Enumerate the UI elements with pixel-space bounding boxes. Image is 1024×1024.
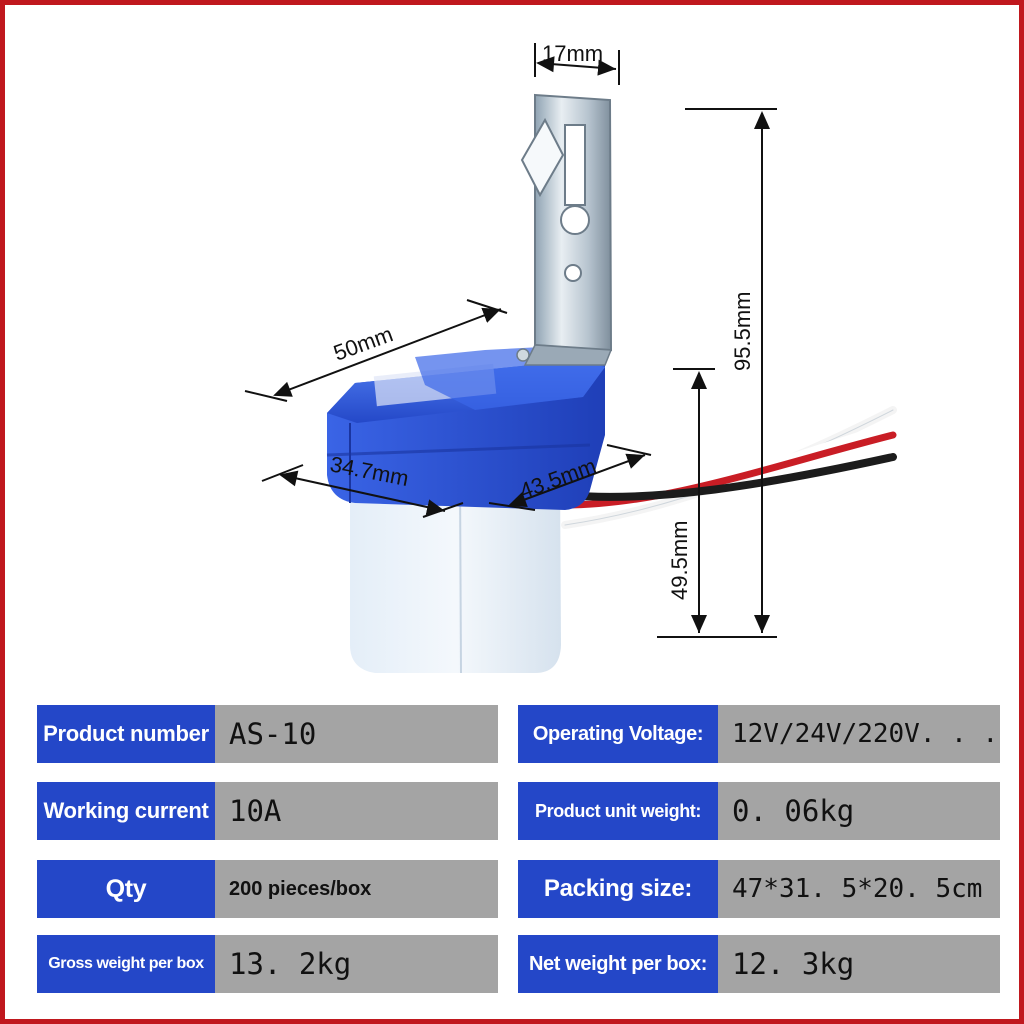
- spec-table: Product number AS-10 Working current 10A…: [37, 705, 1001, 995]
- spec-row-qty: Qty 200 pieces/box: [37, 860, 498, 918]
- wire-cables: [561, 406, 897, 529]
- spec-value: 12V/24V/220V. . .: [718, 705, 1000, 763]
- spec-label: Operating Voltage:: [518, 705, 718, 763]
- dim-length: 50mm: [330, 321, 396, 365]
- spec-row-unit-weight: Product unit weight: 0. 06kg: [518, 782, 1000, 840]
- mounting-bracket: [516, 93, 613, 366]
- spec-label: Net weight per box:: [518, 935, 718, 993]
- spec-row-gross-weight: Gross weight per box 13. 2kg: [37, 935, 498, 993]
- spec-row-working-current: Working current 10A: [37, 782, 498, 840]
- sensor-base: [350, 474, 561, 674]
- spec-row-operating-voltage: Operating Voltage: 12V/24V/220V. . .: [518, 705, 1000, 763]
- spec-label: Product unit weight:: [518, 782, 718, 840]
- spec-value: 10A: [215, 782, 498, 840]
- spec-row-product-number: Product number AS-10: [37, 705, 498, 763]
- spec-label: Gross weight per box: [37, 935, 215, 993]
- spec-row-packing-size: Packing size: 47*31. 5*20. 5cm: [518, 860, 1000, 918]
- spec-value: 12. 3kg: [718, 935, 1000, 993]
- dim-body-height: 49.5mm: [667, 521, 692, 600]
- spec-label: Working current: [37, 782, 215, 840]
- spec-value: AS-10: [215, 705, 498, 763]
- product-figure: 17mm 95.5mm 49.5mm 50mm 34.7mm 43.5mm: [5, 5, 1024, 695]
- spec-value: 0. 06kg: [718, 782, 1000, 840]
- dim-overall-height: 95.5mm: [730, 292, 755, 371]
- spec-value: 47*31. 5*20. 5cm: [718, 860, 1000, 918]
- spec-label: Qty: [37, 860, 215, 918]
- spec-label: Product number: [37, 705, 215, 763]
- photo-control-switch-illustration: 17mm 95.5mm 49.5mm 50mm 34.7mm 43.5mm: [244, 41, 897, 674]
- spec-value: 200 pieces/box: [215, 860, 498, 918]
- dimension-lines: [244, 43, 777, 638]
- dim-bracket-width: 17mm: [542, 41, 603, 66]
- spec-row-net-weight: Net weight per box: 12. 3kg: [518, 935, 1000, 993]
- spec-value: 13. 2kg: [215, 935, 498, 993]
- spec-label: Packing size:: [518, 860, 718, 918]
